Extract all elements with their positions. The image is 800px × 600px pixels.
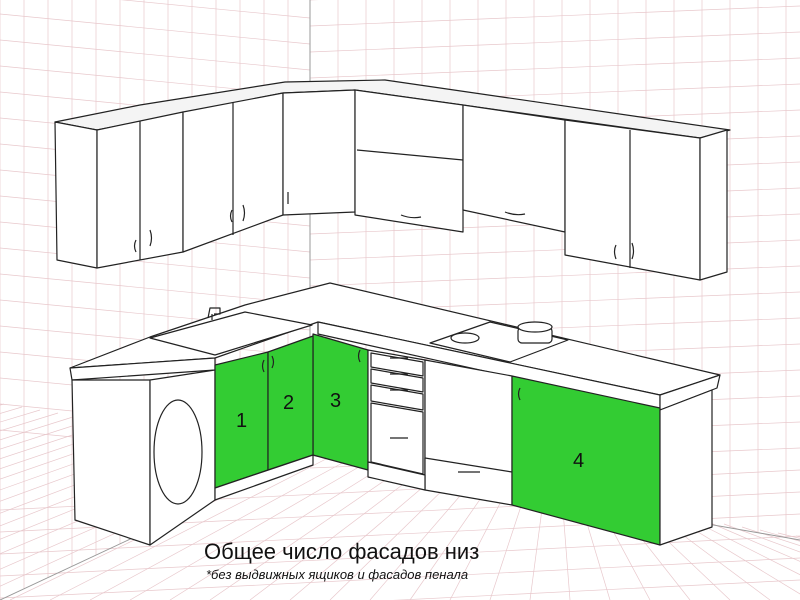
lower-cabinets bbox=[69, 282, 721, 546]
facade-label-1: 1 bbox=[236, 410, 247, 432]
facade-label-2: 2 bbox=[283, 392, 294, 414]
facade-label-4: 4 bbox=[573, 450, 584, 472]
caption-title: Общее число фасадов низ bbox=[204, 539, 480, 564]
caption-note: *без выдвижных ящиков и фасадов пенала bbox=[206, 567, 469, 582]
facade-numbers: 1 2 3 4 bbox=[236, 390, 584, 472]
upper-cabinets bbox=[54, 79, 731, 281]
facade-label-3: 3 bbox=[330, 390, 341, 412]
